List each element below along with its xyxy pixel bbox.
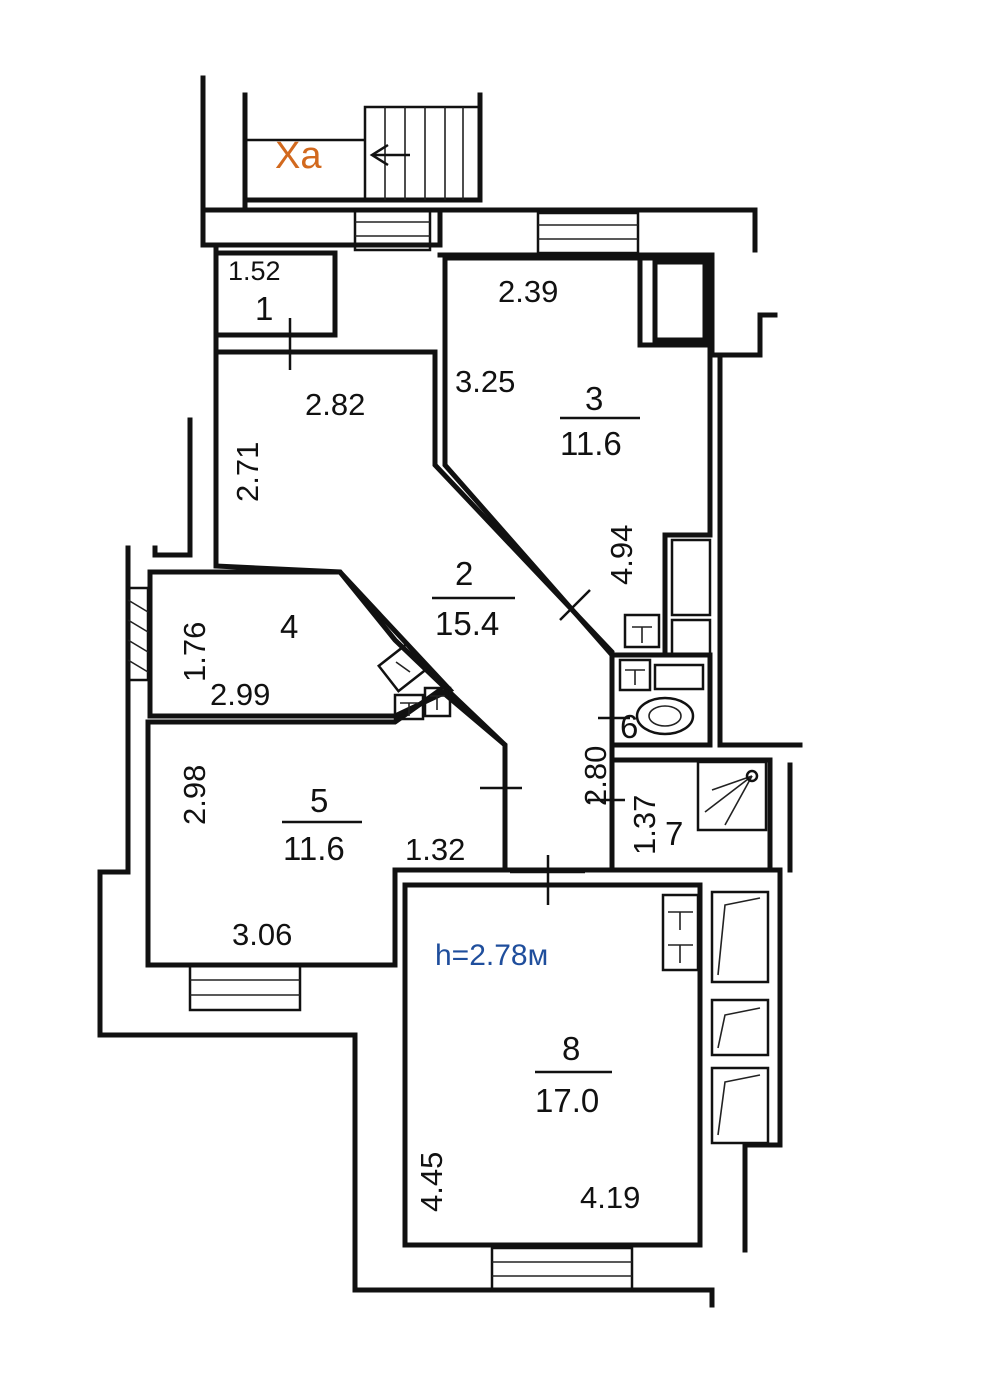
room-2-outline [213, 349, 615, 873]
room-5-dimension: 3.06 [232, 917, 292, 952]
ceiling-height-note: h=2.78м [435, 939, 548, 972]
room-3-number: 3 [585, 380, 603, 417]
room-3-dimension: 2.39 [498, 274, 558, 309]
riser-icon [393, 693, 425, 721]
bathtub-icon [696, 760, 768, 832]
room-6-number: 6 [620, 708, 638, 745]
room-4-dimension: 2.99 [210, 677, 270, 712]
radiator-icon [710, 890, 770, 984]
walls [97, 75, 803, 1308]
riser-icon [376, 642, 428, 693]
room-8-dimension: 4.19 [580, 1180, 640, 1215]
room-5-dimension: 2.98 [177, 765, 212, 825]
fixtures [635, 663, 770, 1145]
room-7-outline [609, 757, 773, 873]
room-7-number: 7 [665, 815, 683, 852]
stair-direction-arrow-icon [369, 143, 410, 167]
window-left-wall [126, 586, 150, 682]
room-5-outline [145, 686, 508, 968]
radiator-icon [710, 998, 770, 1057]
door-marks [288, 318, 630, 905]
stair-label: Ха [275, 135, 322, 177]
room-8-outline [402, 882, 703, 1248]
window-top-left [353, 208, 432, 252]
room-2-number: 2 [455, 555, 473, 592]
room-1-outline [213, 250, 338, 338]
riser-icon [618, 658, 652, 692]
room-5-number: 5 [310, 782, 328, 819]
windows [126, 208, 640, 1293]
window-top-right [536, 211, 640, 255]
room-4-dimension: 1.76 [177, 622, 212, 682]
riser-icon [623, 613, 661, 649]
room-5-area: 11.6 [283, 830, 345, 867]
room-2-dimension: 2.71 [230, 442, 265, 502]
utility-shafts [376, 538, 712, 972]
room-7-dimension: 1.37 [627, 795, 662, 855]
room-8-dimension: 4.45 [414, 1152, 449, 1212]
riser-icon [423, 686, 452, 718]
room-8-number: 8 [562, 1030, 580, 1067]
room-1-number: 1 [255, 290, 273, 327]
room-2-dimension: 2.80 [578, 746, 613, 806]
room-5-dimension: 1.32 [405, 832, 465, 867]
room-8-area: 17.0 [535, 1082, 599, 1119]
toilet-icon [635, 663, 705, 736]
room-2-dimension: 2.82 [305, 387, 365, 422]
riser-icon [661, 893, 700, 972]
room-outlines [145, 250, 773, 1248]
window-room-5 [188, 963, 302, 1012]
room-4-number: 4 [280, 608, 298, 645]
room-2-area: 15.4 [435, 605, 499, 642]
room-1-dimension: 1.52 [228, 256, 281, 286]
room-3-outline [442, 255, 713, 658]
radiator-icon [710, 1066, 770, 1145]
staircase [245, 105, 482, 202]
window-room-8 [490, 1246, 634, 1293]
room-3-dimension: 4.94 [604, 525, 639, 585]
room-3-dimension: 3.25 [455, 364, 515, 399]
room-3-area: 11.6 [560, 425, 622, 462]
